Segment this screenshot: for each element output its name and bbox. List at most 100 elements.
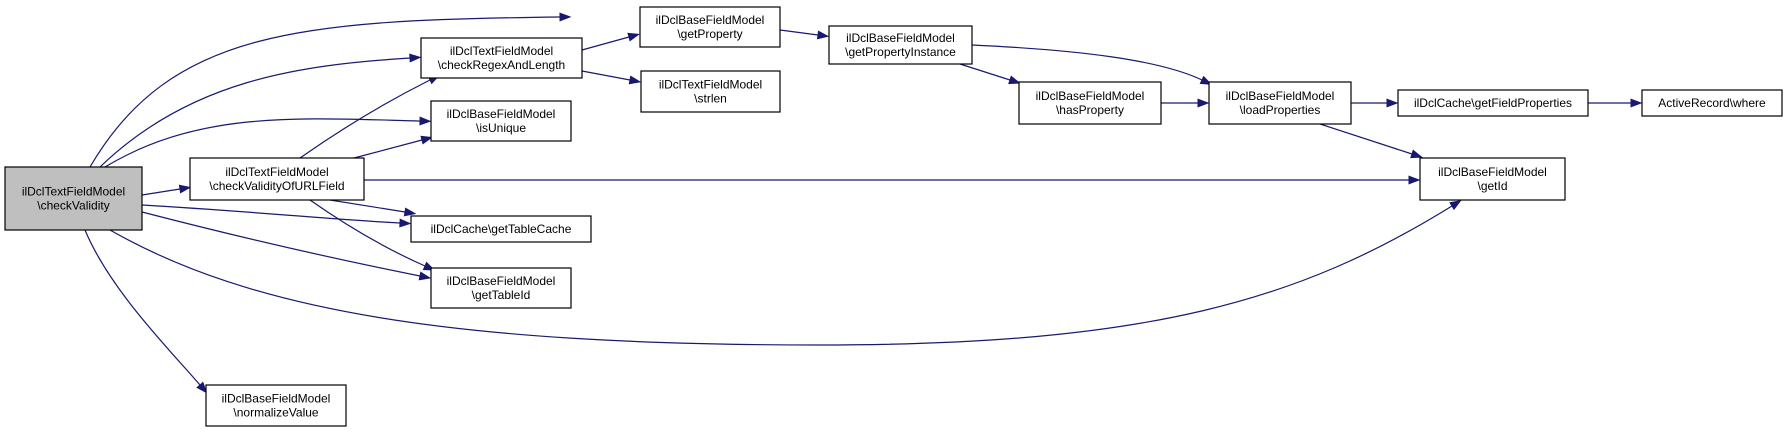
node-box <box>410 215 592 243</box>
edge-line <box>971 44 1203 81</box>
node-label: \checkRegexAndLength <box>438 58 565 72</box>
edge-get-field-props-to-ar-where <box>1588 98 1643 108</box>
edge-check-url-to-get-table-cache <box>329 199 417 217</box>
node-get-table-cache[interactable]: ilDclCache\getTableCache <box>410 215 592 243</box>
node-box <box>1641 89 1783 117</box>
arrow-head <box>399 218 412 228</box>
edge-load-props-to-get-field-props <box>1351 98 1399 108</box>
node-get-field-props[interactable]: ilDclCache\getFieldProperties <box>1397 89 1589 117</box>
node-root[interactable]: ilDclTextFieldModel\checkValidity <box>4 166 143 231</box>
node-label: ilDclBaseFieldModel <box>1036 89 1145 103</box>
node-label: ilDclBaseFieldModel <box>222 392 331 406</box>
edge-line <box>99 57 411 168</box>
node-label: \getId <box>1477 179 1507 193</box>
arrow-head <box>1197 98 1210 108</box>
arrow-head <box>1199 75 1213 85</box>
node-box <box>205 384 347 427</box>
node-label: \isUnique <box>476 121 526 135</box>
edge-line <box>959 63 1011 81</box>
node-label: \hasProperty <box>1056 103 1124 117</box>
edge-line <box>89 16 561 168</box>
node-label: \normalizeValue <box>233 406 318 420</box>
node-label: ilDclTextFieldModel <box>22 185 125 199</box>
arrow-head <box>1410 149 1423 159</box>
node-check-regex[interactable]: ilDclTextFieldModel\checkRegexAndLength <box>420 37 583 79</box>
node-label: ilDclBaseFieldModel <box>447 274 556 288</box>
edge-root-to-get-table-cache <box>141 204 412 228</box>
edge-line <box>299 79 431 159</box>
edge-check-url-to-get-id <box>364 175 1421 185</box>
edge-line <box>141 204 401 224</box>
node-load-props[interactable]: ilDclBaseFieldModel\loadProperties <box>1208 81 1352 125</box>
node-box <box>430 100 572 142</box>
node-has-prop[interactable]: ilDclBaseFieldModel\hasProperty <box>1018 81 1162 125</box>
edge-line <box>141 211 421 277</box>
edge-line <box>581 70 631 81</box>
edge-get-prop-inst-to-has-prop <box>959 63 1021 85</box>
edge-line <box>141 188 181 196</box>
edge-root-to-check-regex <box>99 53 422 168</box>
node-label: \getPropertyInstance <box>845 45 956 59</box>
node-box <box>189 157 365 201</box>
node-label: ilDclTextFieldModel <box>225 165 328 179</box>
node-box <box>639 6 781 48</box>
edge-check-url-to-check-regex <box>299 74 441 159</box>
node-label: ilDclBaseFieldModel <box>846 31 955 45</box>
node-label: ilDclTextFieldModel <box>450 44 553 58</box>
arrow-head <box>1408 175 1421 185</box>
arrow-head <box>420 135 434 145</box>
node-get-prop-inst[interactable]: ilDclBaseFieldModel\getPropertyInstance <box>828 25 973 65</box>
node-ar-where[interactable]: ActiveRecord\where <box>1641 89 1783 117</box>
edge-line <box>329 199 406 213</box>
node-is-unique[interactable]: ilDclBaseFieldModel\isUnique <box>430 100 572 142</box>
arrow-head <box>418 271 432 281</box>
arrow-head <box>419 116 432 126</box>
arrow-head <box>628 75 642 85</box>
edge-get-property-to-get-prop-inst <box>779 29 830 40</box>
edges-layer <box>84 12 1643 394</box>
edge-line <box>109 205 1453 346</box>
node-get-property[interactable]: ilDclBaseFieldModel\getProperty <box>639 6 781 48</box>
edge-line <box>104 118 421 168</box>
node-label: ilDclCache\getTableCache <box>431 222 572 236</box>
edge-root-to-get-id <box>109 199 1462 346</box>
edge-root-to-get-property <box>89 12 572 168</box>
arrow-head <box>1008 75 1021 85</box>
node-label: \getProperty <box>677 27 742 41</box>
node-label: \checkValidity <box>37 199 109 213</box>
arrow-head <box>403 207 417 217</box>
edge-line <box>779 29 819 36</box>
arrow-head <box>409 53 422 63</box>
node-label: ilDclBaseFieldModel <box>447 107 556 121</box>
node-get-table-id[interactable]: ilDclBaseFieldModel\getTableId <box>430 267 572 309</box>
node-label: ActiveRecord\where <box>1658 96 1766 110</box>
node-box <box>828 25 973 65</box>
arrow-head <box>1449 199 1462 211</box>
edge-check-url-to-is-unique <box>353 135 434 159</box>
node-normalize[interactable]: ilDclBaseFieldModel\normalizeValue <box>205 384 347 427</box>
nodes-layer: ilDclTextFieldModel\checkValidityilDclTe… <box>4 6 1783 427</box>
edge-line <box>581 36 630 51</box>
node-label: ilDclCache\getFieldProperties <box>1414 96 1572 110</box>
node-label: \strlen <box>694 92 727 106</box>
edge-line <box>353 139 423 159</box>
arrow-head <box>178 184 192 194</box>
node-box <box>640 70 781 113</box>
arrow-head <box>196 381 208 394</box>
edge-check-regex-to-strlen <box>581 70 642 85</box>
node-label: \checkValidityOfURLField <box>209 179 344 193</box>
edge-root-to-get-table-id <box>141 211 432 281</box>
arrow-head <box>559 12 572 22</box>
node-box <box>4 166 143 231</box>
node-label: ilDclBaseFieldModel <box>656 13 765 27</box>
node-get-id[interactable]: ilDclBaseFieldModel\getId <box>1419 157 1566 201</box>
node-label: \loadProperties <box>1240 103 1321 117</box>
node-strlen[interactable]: ilDclTextFieldModel\strlen <box>640 70 781 113</box>
arrow-head <box>627 32 640 42</box>
arrow-head <box>1386 98 1399 108</box>
node-box <box>420 37 583 79</box>
edge-check-regex-to-get-property <box>581 32 640 51</box>
edge-line <box>84 229 201 386</box>
node-check-url[interactable]: ilDclTextFieldModel\checkValidityOfURLFi… <box>189 157 365 201</box>
